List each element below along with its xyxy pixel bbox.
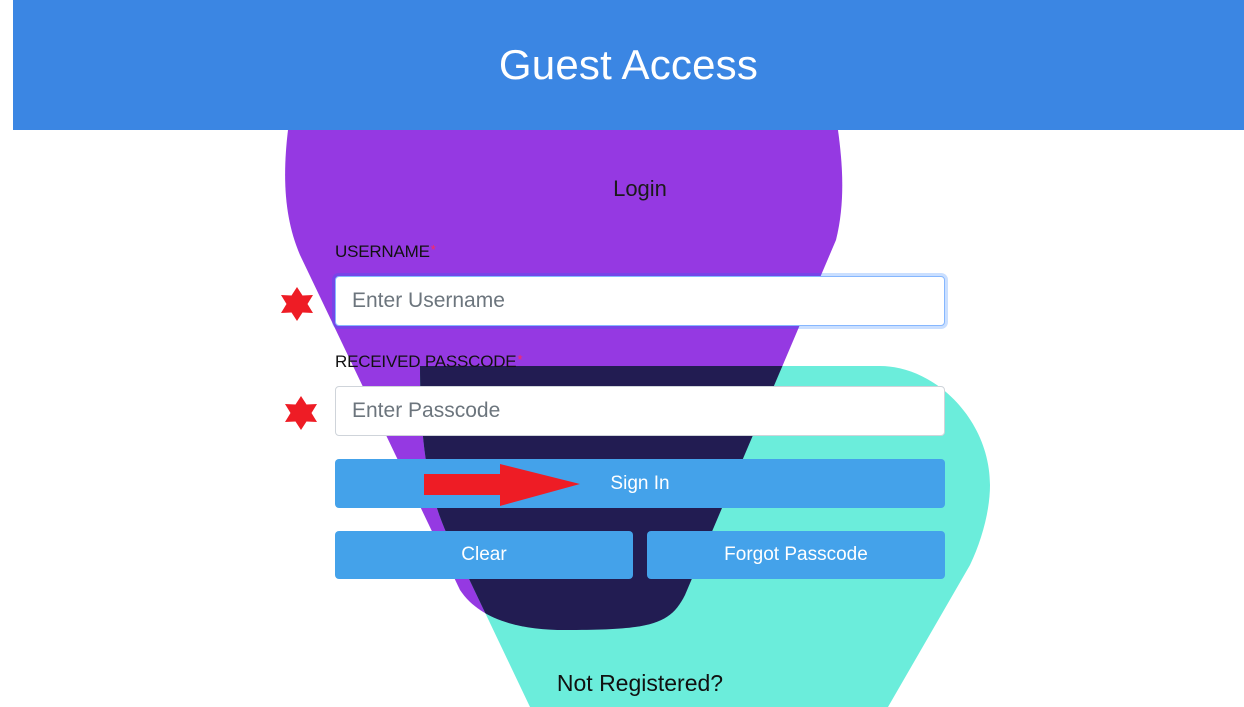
login-title: Login: [613, 176, 667, 201]
page-title: Guest Access: [498, 41, 759, 88]
required-mark: *: [517, 352, 523, 367]
passcode-input[interactable]: [335, 386, 945, 436]
username-label: USERNAME*: [335, 242, 436, 262]
arrow-right-icon: [424, 464, 580, 506]
forgot-passcode-button[interactable]: Forgot Passcode: [647, 531, 945, 579]
username-label-text: USERNAME: [335, 242, 430, 261]
username-input[interactable]: [335, 276, 945, 326]
clear-button[interactable]: Clear: [335, 531, 633, 579]
page-header: Guest Access: [13, 0, 1244, 130]
star-icon: [285, 396, 317, 430]
required-mark: *: [430, 242, 436, 257]
passcode-label-text: RECEIVED PASSCODE: [335, 352, 517, 371]
passcode-label: RECEIVED PASSCODE*: [335, 352, 523, 372]
star-icon: [281, 287, 313, 321]
not-registered-text: Not Registered?: [556, 670, 724, 696]
